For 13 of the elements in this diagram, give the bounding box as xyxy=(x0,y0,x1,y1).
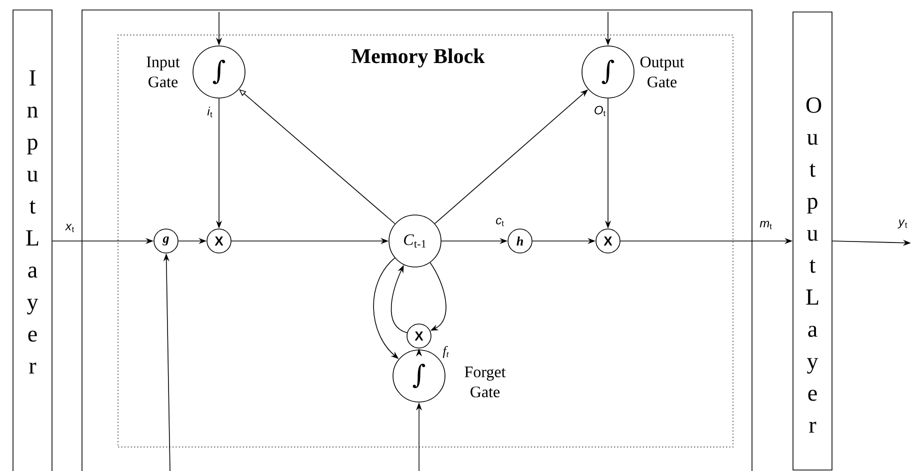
signal-label: i$_{t}$ xyxy=(206,106,214,118)
signal-label: m$_{t}$ xyxy=(758,220,774,230)
cell-box xyxy=(82,10,752,471)
signal-label: O$_{t}$ xyxy=(592,104,608,118)
gate-label: Input Gate xyxy=(146,56,180,88)
signal-label: x$_{t}$ xyxy=(64,222,76,234)
signal-label: y$_{t}$ xyxy=(897,218,909,230)
layer-box: Output Layer xyxy=(792,12,832,470)
gate-label: Output Gate xyxy=(640,56,684,88)
signal-label: c$_{t}$ xyxy=(494,216,506,228)
arrow xyxy=(430,262,446,331)
layer-box: Input Layer xyxy=(12,10,52,471)
gate-label: Forget Gate xyxy=(464,366,506,398)
